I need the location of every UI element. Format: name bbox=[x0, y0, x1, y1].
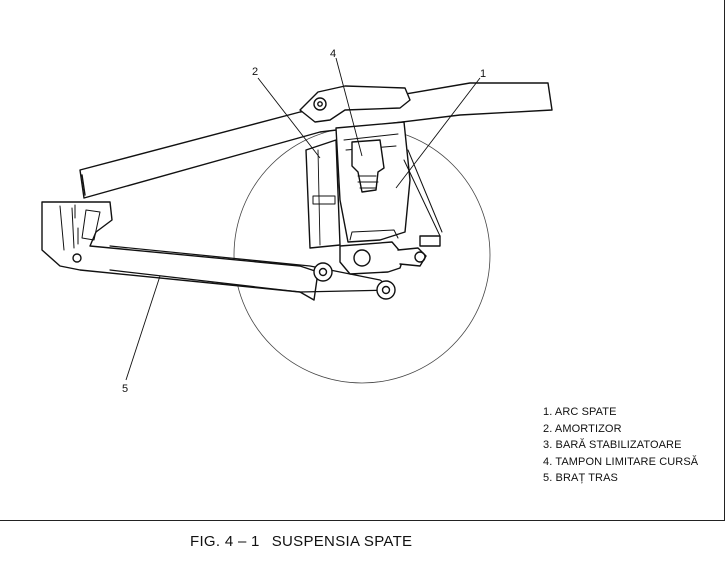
shock-absorber bbox=[305, 139, 341, 249]
figure-number: FIG. 4 – 1 bbox=[190, 533, 260, 550]
callout-5: 5 bbox=[122, 383, 128, 395]
callout-2: 2 bbox=[252, 66, 258, 78]
parts-legend: 1. ARC SPATE 2. AMORTIZOR 3. BARĂ STABIL… bbox=[543, 404, 698, 487]
lower-bushing-left bbox=[313, 262, 333, 282]
callout-4: 4 bbox=[330, 48, 336, 60]
stabilizer-bar bbox=[397, 247, 427, 267]
leader-line-5 bbox=[125, 275, 161, 381]
figure-title: SUSPENSIA SPATE bbox=[271, 533, 413, 550]
lower-rail bbox=[109, 245, 396, 293]
bump-stop bbox=[351, 139, 385, 193]
legend-item-3: 3. BARĂ STABILIZATOARE bbox=[543, 439, 682, 451]
arm-pivot-bolt bbox=[72, 253, 82, 263]
upper-mount-bolt bbox=[313, 97, 327, 111]
hub-assembly bbox=[339, 241, 405, 275]
leader-line-1 bbox=[395, 77, 481, 189]
legend-item-5: 5. BRAȚ TRAS bbox=[543, 472, 618, 484]
upper-mount-bracket bbox=[299, 85, 411, 123]
figure-caption: FIG. 4 – 1 SUSPENSIA SPATE bbox=[190, 533, 412, 550]
leader-line-2 bbox=[257, 77, 321, 159]
legend-item-2: 2. AMORTIZOR bbox=[543, 422, 622, 435]
leader-line-4 bbox=[335, 57, 363, 157]
trailing-arm bbox=[41, 201, 319, 301]
legend-item-4: 4. TAMPON LIMITARE CURSĂ bbox=[543, 455, 699, 468]
figure-frame bbox=[0, 0, 725, 521]
legend-item-1: 1. ARC SPATE bbox=[543, 406, 617, 418]
lower-bushing-right bbox=[376, 280, 396, 300]
callout-1: 1 bbox=[480, 68, 486, 80]
